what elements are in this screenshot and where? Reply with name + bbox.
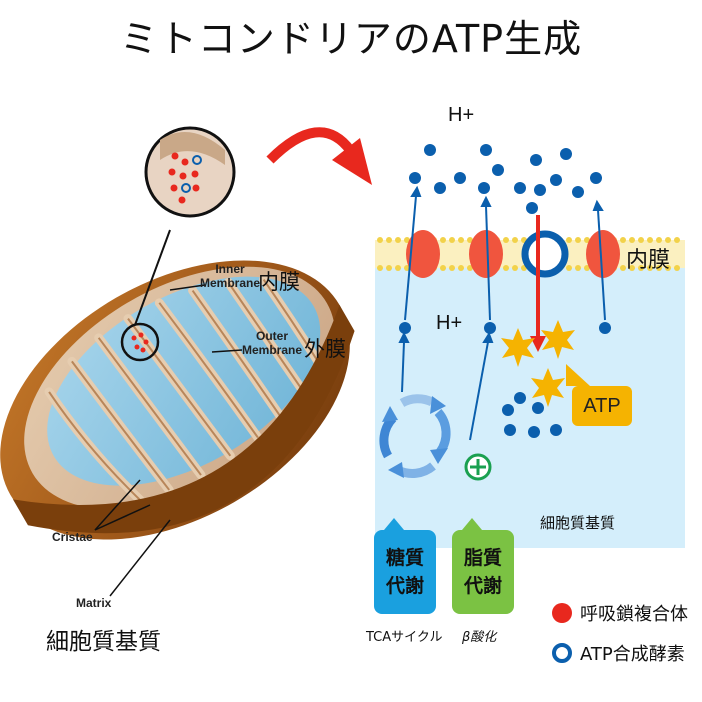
legend: 呼吸鎖複合体 ATP合成酵素 xyxy=(552,600,688,666)
bubble-dots xyxy=(131,152,202,353)
proton-pump-arrows xyxy=(398,185,606,441)
callout-tail xyxy=(384,518,404,530)
zoom-bubble xyxy=(120,126,236,362)
legend-label: ATP合成酵素 xyxy=(580,644,685,665)
lipid-plus-icon xyxy=(464,453,492,481)
inner-membrane-en-label: Inner Membrane xyxy=(200,262,260,290)
atp-badge: ATP xyxy=(572,386,632,426)
sugar-line1: 糖質 xyxy=(385,547,424,569)
lipid-line2: 代謝 xyxy=(463,575,502,597)
matrix-jp-label-left: 細胞質基質 xyxy=(46,629,161,655)
label-pointers xyxy=(94,284,243,597)
inner-en-line2: Membrane xyxy=(200,276,261,290)
legend-label: 呼吸鎖複合体 xyxy=(580,604,688,625)
inner-membrane-jp-label-right: 内膜 xyxy=(626,248,671,273)
blue-ring-icon xyxy=(552,643,572,663)
lipid-line1: 脂質 xyxy=(463,547,502,569)
legend-item-complex: 呼吸鎖複合体 xyxy=(552,600,688,626)
atp-badge-pointer xyxy=(566,364,590,386)
complex-1 xyxy=(406,230,440,278)
tca-arrowheads xyxy=(382,396,448,478)
callout-tail xyxy=(462,518,482,530)
atp-starbursts xyxy=(501,320,575,407)
red-circle-icon xyxy=(552,603,572,623)
matrix-jp-label-right: 細胞質基質 xyxy=(540,514,616,532)
hplus-label-mid: H+ xyxy=(436,312,463,334)
beta-oxidation-caption: β酸化 xyxy=(462,630,497,645)
lipid-metabolism-callout: 脂質 代謝 xyxy=(452,518,514,614)
inner-membrane-jp-label: 内膜 xyxy=(258,270,300,294)
outer-membrane-jp-label: 外膜 xyxy=(304,337,346,361)
matrix-label: Matrix xyxy=(76,596,112,610)
proton-dots xyxy=(399,144,611,438)
sugar-metabolism-callout: 糖質 代謝 xyxy=(374,518,436,614)
atp-synthase-arrow xyxy=(530,215,546,352)
cristae-label: Cristae xyxy=(52,530,93,544)
transition-arrow xyxy=(266,127,372,185)
sugar-line2: 代謝 xyxy=(385,575,424,597)
hplus-label-top: H+ xyxy=(448,104,475,126)
tca-caption: TCAサイクル xyxy=(366,630,443,645)
legend-item-synthase: ATP合成酵素 xyxy=(552,640,688,666)
outer-en-line1: Outer xyxy=(256,329,289,343)
outer-en-line2: Membrane xyxy=(242,343,303,357)
page-title: ミトコンドリアのATP生成 xyxy=(119,17,583,61)
outer-membrane-en-label: Outer Membrane xyxy=(242,329,302,357)
inner-en-line1: Inner xyxy=(215,262,245,276)
complex-2 xyxy=(469,230,503,278)
matrix-region xyxy=(375,268,685,548)
atp-synthase xyxy=(521,230,569,278)
complex-3 xyxy=(586,230,620,278)
